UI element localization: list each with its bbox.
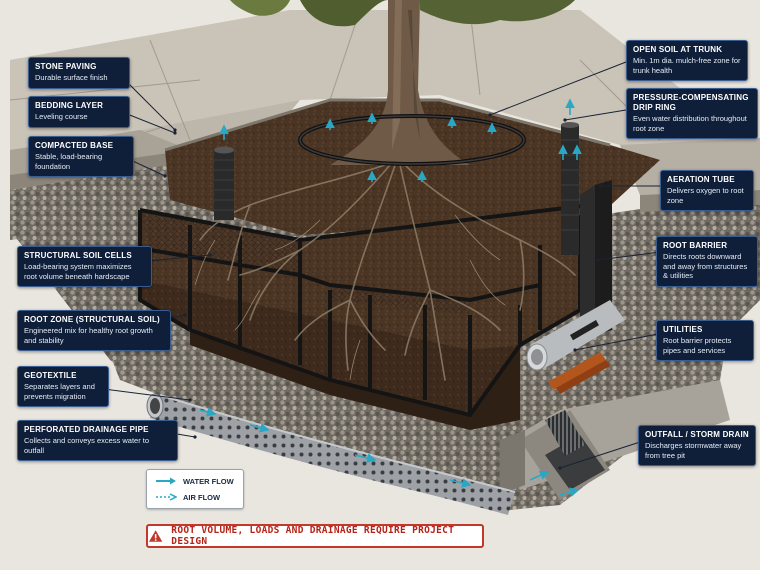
callout-desc: Durable surface finish — [35, 73, 108, 82]
callout-desc: Separates layers and prevents migration — [24, 382, 95, 401]
callout-title: COMPACTED BASE — [35, 141, 114, 150]
callout-stone-paving: STONE PAVING Durable surface finish — [28, 57, 130, 89]
warning-text: ROOT VOLUME, LOADS AND DRAINAGE REQUIRE … — [171, 525, 455, 547]
callout-desc: Min. 1m dia. mulch-free zone for trunk h… — [633, 56, 741, 75]
callout-title: PERFORATED DRAINAGE PIPE — [24, 425, 149, 434]
water-flow-arrow-icon — [156, 477, 176, 485]
callout-desc: Even water distribution throughout root … — [633, 114, 747, 133]
legend-label: WATER FLOW — [183, 476, 234, 486]
callout-desc: Load-bearing system maximizes root volum… — [24, 262, 132, 281]
callout-desc: Discharges stormwater away from tree pit — [645, 441, 742, 460]
callout-title: BEDDING LAYER — [35, 101, 104, 110]
callout-title: UTILITIES — [663, 325, 703, 334]
design-warning-banner: ROOT VOLUME, LOADS AND DRAINAGE REQUIRE … — [146, 524, 484, 548]
callout-drip-ring: PRESSURE-COMPENSATING DRIP RING Even wat… — [626, 88, 758, 139]
callout-title: OPEN SOIL AT TRUNK — [633, 45, 723, 54]
callout-utilities: UTILITIES Root barrier protects pipes an… — [656, 320, 754, 361]
callout-title: OUTFALL / STORM DRAIN — [645, 430, 749, 439]
callout-compacted-base: COMPACTED BASE Stable, load-bearing foun… — [28, 136, 134, 177]
callout-outfall: OUTFALL / STORM DRAIN Discharges stormwa… — [638, 425, 756, 466]
callout-bedding-layer: BEDDING LAYER Leveling course — [28, 96, 130, 128]
legend-air-flow: AIR FLOW — [155, 491, 220, 503]
callout-desc: Root barrier protects pipes and services — [663, 336, 732, 355]
callout-title: STONE PAVING — [35, 62, 97, 71]
callout-title: GEOTEXTILE — [24, 371, 77, 380]
callout-title: ROOT BARRIER — [663, 241, 728, 250]
callout-desc: Stable, load-bearing foundation — [35, 152, 103, 171]
flow-legend: WATER FLOW AIR FLOW — [146, 469, 244, 509]
warning-triangle-icon — [148, 530, 163, 542]
callout-open-soil: OPEN SOIL AT TRUNK Min. 1m dia. mulch-fr… — [626, 40, 748, 81]
callout-title: AERATION TUBE — [667, 175, 735, 184]
callout-desc: Leveling course — [35, 112, 88, 121]
legend-label: AIR FLOW — [183, 492, 221, 502]
callout-root-zone: ROOT ZONE (STRUCTURAL SOIL) Engineered m… — [17, 310, 171, 351]
air-flow-arrow-icon — [156, 493, 177, 501]
callout-desc: Delivers oxygen to root zone — [667, 186, 744, 205]
callout-geotextile: GEOTEXTILE Separates layers and prevents… — [17, 366, 109, 407]
callout-title: PRESSURE-COMPENSATING DRIP RING — [633, 93, 749, 112]
legend-water-flow: WATER FLOW — [155, 475, 234, 487]
callout-root-barrier: ROOT BARRIER Directs roots downward and … — [656, 236, 758, 287]
callout-title: STRUCTURAL SOIL CELLS — [24, 251, 132, 260]
callout-structural-soil-cells: STRUCTURAL SOIL CELLS Load-bearing syste… — [17, 246, 152, 287]
callout-desc: Directs roots downward and away from str… — [663, 252, 748, 280]
callout-title: ROOT ZONE (STRUCTURAL SOIL) — [24, 315, 160, 324]
callout-aeration-tube: AERATION TUBE Delivers oxygen to root zo… — [660, 170, 754, 211]
callout-drainage-pipe: PERFORATED DRAINAGE PIPE Collects and co… — [17, 420, 178, 461]
callout-desc: Collects and conveys excess water to out… — [24, 436, 150, 455]
callout-desc: Engineered mix for healthy root growth a… — [24, 326, 153, 345]
